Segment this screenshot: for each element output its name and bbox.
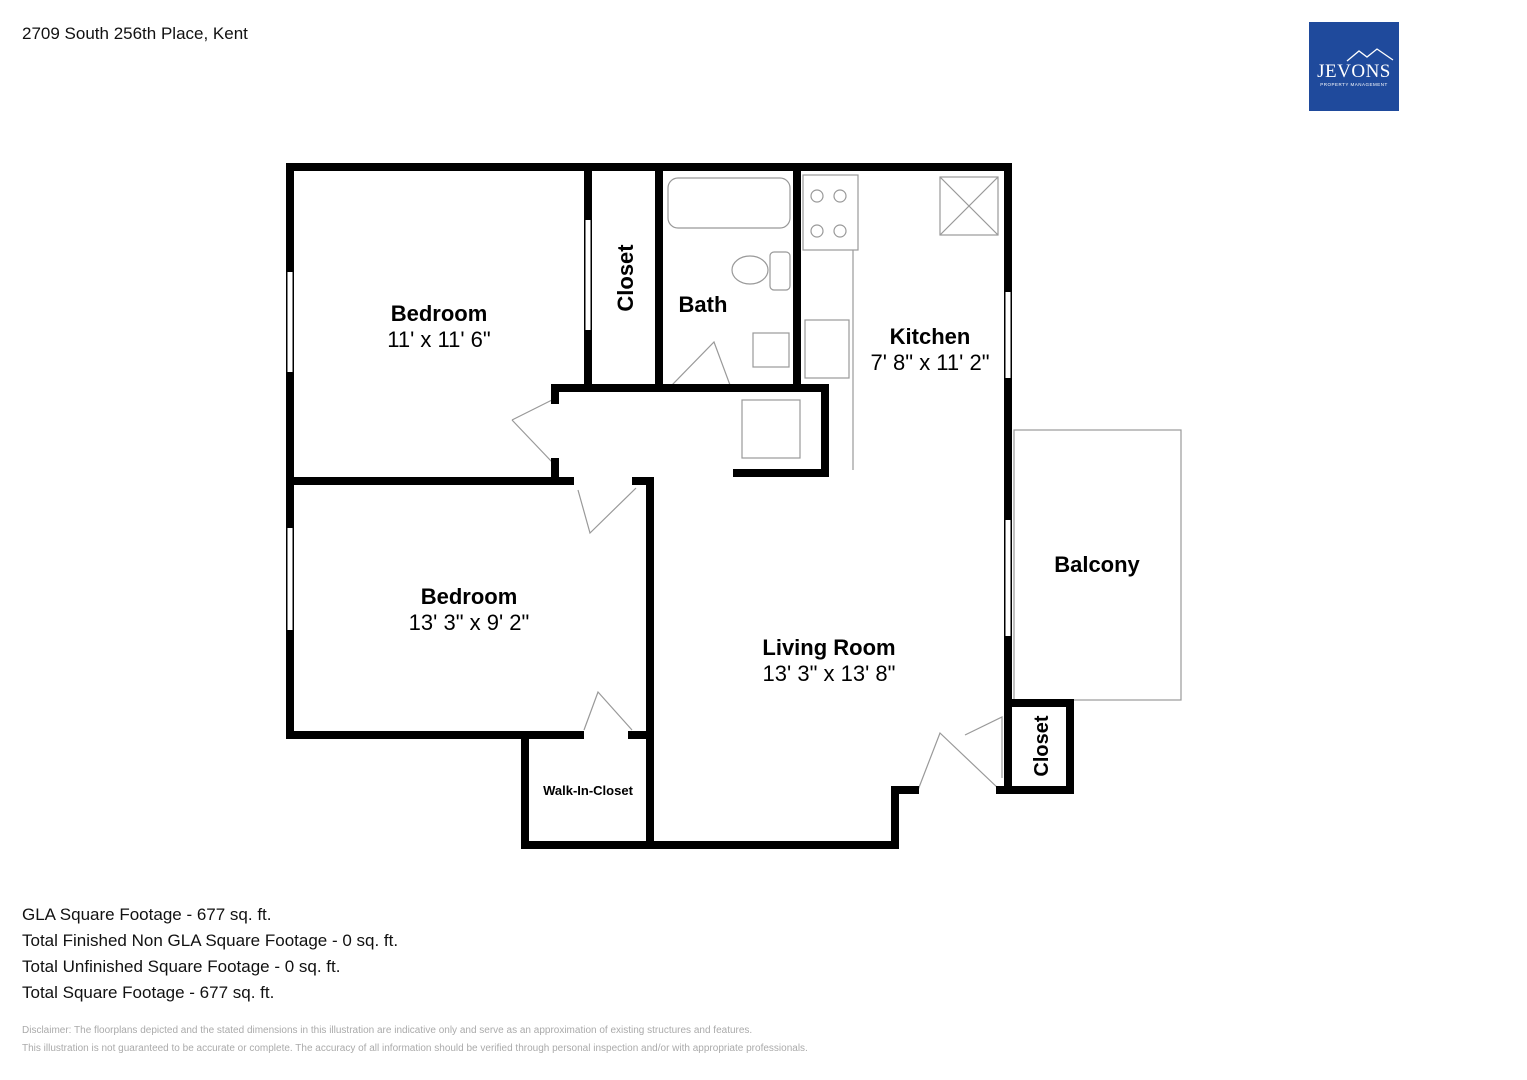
bedroom1-label: Bedroom: [391, 301, 488, 326]
disclaimer-line: This illustration is not guaranteed to b…: [22, 1043, 808, 1054]
fixtures: [511, 174, 1182, 791]
closet2-label: Closet: [1031, 715, 1053, 776]
living-room-label: Living Room: [762, 635, 895, 660]
stat-line: Total Square Footage - 677 sq. ft.: [22, 983, 275, 1002]
toilet-icon: [731, 255, 769, 285]
kitchen-sink-icon: [804, 319, 850, 379]
bath-sink-icon: [752, 332, 790, 368]
washer-icon: [741, 399, 801, 459]
disclaimer-line: Disclaimer: The floorplans depicted and …: [22, 1025, 753, 1036]
bath-label: Bath: [679, 292, 728, 317]
stove-icon: [802, 174, 859, 251]
door-entry: [917, 731, 1001, 791]
walls: [286, 163, 1074, 849]
stat-line: GLA Square Footage - 677 sq. ft.: [22, 905, 272, 924]
logo-name: JEVONS: [1317, 60, 1391, 82]
living-room-dims: 13' 3" x 13' 8": [763, 661, 896, 686]
balcony-outline: [1013, 429, 1182, 701]
bedroom2-label: Bedroom: [421, 584, 518, 609]
door-closet2: [964, 716, 1003, 778]
jevons-logo: JEVONS PROPERTY MANAGEMENT: [1309, 22, 1399, 111]
stat-line: Total Finished Non GLA Square Footage - …: [22, 931, 399, 950]
house-roof-icon: [1346, 48, 1394, 62]
logo-tagline: PROPERTY MANAGEMENT: [1320, 81, 1388, 87]
disclaimer: Disclaimer: The floorplans depicted and …: [22, 1022, 808, 1058]
square-footage-summary: GLA Square Footage - 677 sq. ft. Total F…: [22, 902, 398, 1006]
bathtub-icon: [667, 177, 791, 229]
stat-line: Total Unfinished Square Footage - 0 sq. …: [22, 957, 341, 976]
kitchen-label: Kitchen: [890, 324, 971, 349]
windows: [287, 220, 1011, 636]
door-bath: [671, 340, 731, 386]
bedroom2-dims: 13' 3" x 9' 2": [409, 610, 530, 635]
door-bedroom2: [577, 487, 637, 535]
fridge-icon: [939, 176, 999, 236]
kitchen-dims: 7' 8" x 11' 2": [870, 350, 989, 375]
bedroom1-dims: 11' x 11' 6": [387, 327, 490, 352]
balcony-label: Balcony: [1054, 552, 1140, 577]
walk-in-closet-label: Walk-In-Closet: [543, 783, 633, 798]
door-bedroom1: [511, 399, 553, 463]
closet1-label: Closet: [613, 244, 638, 312]
door-walkin: [583, 690, 633, 731]
property-address: 2709 South 256th Place, Kent: [22, 24, 248, 43]
